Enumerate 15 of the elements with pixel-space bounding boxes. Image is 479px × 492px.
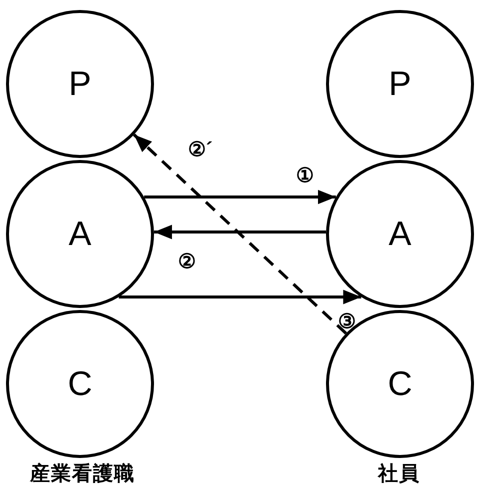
callout-number: ②´: [188, 140, 213, 160]
node-label: A: [68, 217, 92, 251]
arrow: [144, 190, 336, 204]
column-caption: 産業看護職: [30, 464, 135, 484]
node-label: P: [388, 67, 412, 101]
node-label: P: [68, 67, 92, 101]
edge-label: ①: [296, 166, 314, 186]
arrow: [154, 224, 326, 240]
arrow: [118, 290, 362, 304]
callout-number: ③: [338, 312, 356, 332]
node-label: A: [388, 217, 412, 251]
edge-label: ②: [178, 252, 196, 272]
arrow: [132, 134, 348, 334]
node-label: C: [68, 367, 92, 401]
node-label: C: [388, 367, 412, 401]
